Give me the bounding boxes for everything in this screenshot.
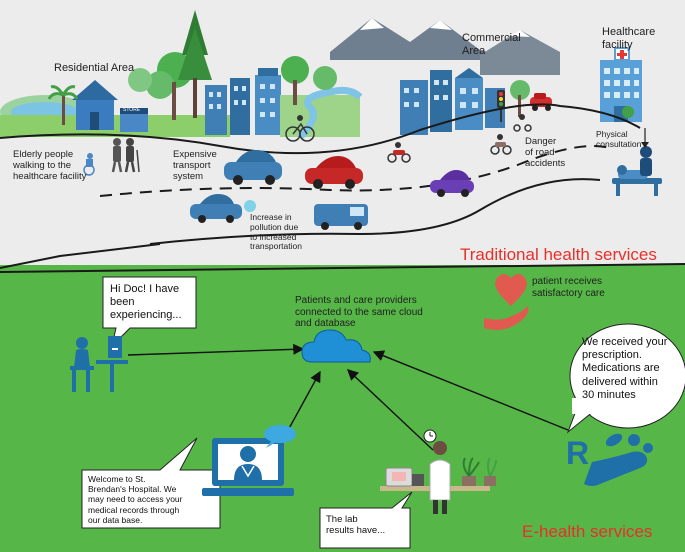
elderly-line-1: Elderly people (13, 149, 74, 160)
expensive-transport-label: Expensive transport system (173, 149, 217, 183)
heart-hand-icon (484, 274, 529, 330)
expensive-line-2: transport (173, 159, 211, 171)
danger-line-3: accidents (525, 157, 566, 169)
satisfactory-line-2: satisfactory care (532, 287, 605, 299)
expensive-line-1: Expensive (173, 149, 217, 160)
physical-line-2: consultation (596, 138, 642, 149)
hospital-line-5: our data base. (88, 514, 143, 525)
cloud-line-1: Patients and care providers (295, 295, 417, 306)
lab-line-2: results have... (326, 525, 386, 537)
pollution-line-3: to increased (250, 231, 297, 242)
hospital-line-2: Brendan's Hospital. We (88, 484, 177, 495)
speech-bubbles (81, 276, 685, 549)
pollution-line-4: transportation (250, 241, 302, 252)
patient-bubble-line-3: experiencing... (110, 309, 182, 322)
pharmacy-line-5: 30 minutes (582, 388, 636, 401)
store-sign: STORE (123, 107, 141, 113)
elderly-people-icon (83, 138, 140, 176)
danger-line-1: Danger (525, 136, 557, 147)
cloud-line-2: connected to the same cloud (295, 306, 423, 318)
healthcare-facility-line-2: facility (602, 38, 633, 51)
panel-divider (0, 263, 685, 273)
pollution-line-1: Increase in (250, 212, 292, 222)
hospital-bubble-text: Welcome to St. Brendan's Hospital. We ma… (88, 474, 183, 525)
expensive-line-3: system (173, 170, 204, 182)
lab-speech-bubble (319, 491, 413, 549)
patient-at-computer-icon (70, 336, 128, 392)
lab-technician-icon (380, 429, 497, 514)
road-icon (0, 103, 641, 269)
healthcare-facility-icon (600, 47, 642, 122)
doctor-laptop-icon (202, 425, 296, 496)
hospital-speech-bubble (81, 437, 221, 529)
lab-line-1: The lab (326, 514, 358, 525)
patient-bubble-line-1: Hi Doc! I have (110, 283, 180, 295)
pollution-label: Increase in pollution due to increased t… (250, 212, 302, 252)
hospital-line-4: medical records through (88, 504, 180, 515)
elderly-line-3: healthcare facility (13, 170, 87, 182)
hospital-line-1: Welcome to St. (88, 474, 146, 484)
cloud-line-3: and database (295, 318, 356, 329)
healthcare-facility-label: Healthcare facility (602, 26, 655, 51)
physical-consultation-label: Physical consultation (596, 129, 642, 150)
danger-line-2: of road (525, 146, 555, 158)
elderly-line-2: walking to the (13, 159, 72, 171)
physical-consultation-icon (612, 128, 662, 196)
elderly-people-label: Elderly people walking to the healthcare… (13, 149, 87, 183)
connection-arrows (127, 343, 569, 451)
patient-bubble-line-2: been (110, 296, 135, 309)
traditional-services-title: Traditional health services (460, 245, 657, 264)
pharmacy-line-2: prescription. (582, 349, 642, 362)
residential-area-label: Residential Area (54, 62, 135, 74)
pharmacy-line-4: delivered within (582, 375, 658, 388)
city-buildings-icon (205, 56, 363, 142)
mountains-icon (330, 18, 560, 75)
pollution-line-2: pollution due (250, 221, 299, 232)
ehealth-services-title: E-health services (522, 522, 653, 541)
vehicles-icon (190, 114, 532, 230)
hospital-line-3: may need to access your (88, 494, 183, 505)
healthcare-facility-line-1: Healthcare (602, 26, 656, 38)
commercial-area-label: Commercial Area (462, 32, 521, 57)
residential-area-icon (0, 10, 230, 137)
cloud-label: Patients and care providers connected to… (295, 295, 423, 330)
commercial-area-icon (400, 68, 552, 135)
rx-symbol: R (566, 435, 589, 471)
patient-bubble-text: Hi Doc! I have been experiencing... (110, 283, 182, 323)
pharmacy-line-1: We received your (582, 336, 668, 348)
pharmacy-rx-icon (584, 433, 653, 486)
commercial-area-line-2: Area (462, 44, 486, 57)
lab-bubble-text: The lab results have... (326, 514, 385, 537)
satisfactory-line-1: patient receives (532, 276, 603, 287)
danger-road-accidents-label: Danger of road accidents (525, 136, 566, 170)
satisfactory-care-label: patient receives satisfactory care (532, 276, 605, 299)
physical-line-1: Physical (596, 129, 628, 139)
commercial-area-line-1: Commercial (462, 32, 521, 44)
pharmacy-bubble-text: We received your prescription. Medicatio… (582, 336, 667, 402)
pharmacy-line-3: Medications are (582, 362, 660, 375)
cloud-icon (301, 329, 371, 363)
